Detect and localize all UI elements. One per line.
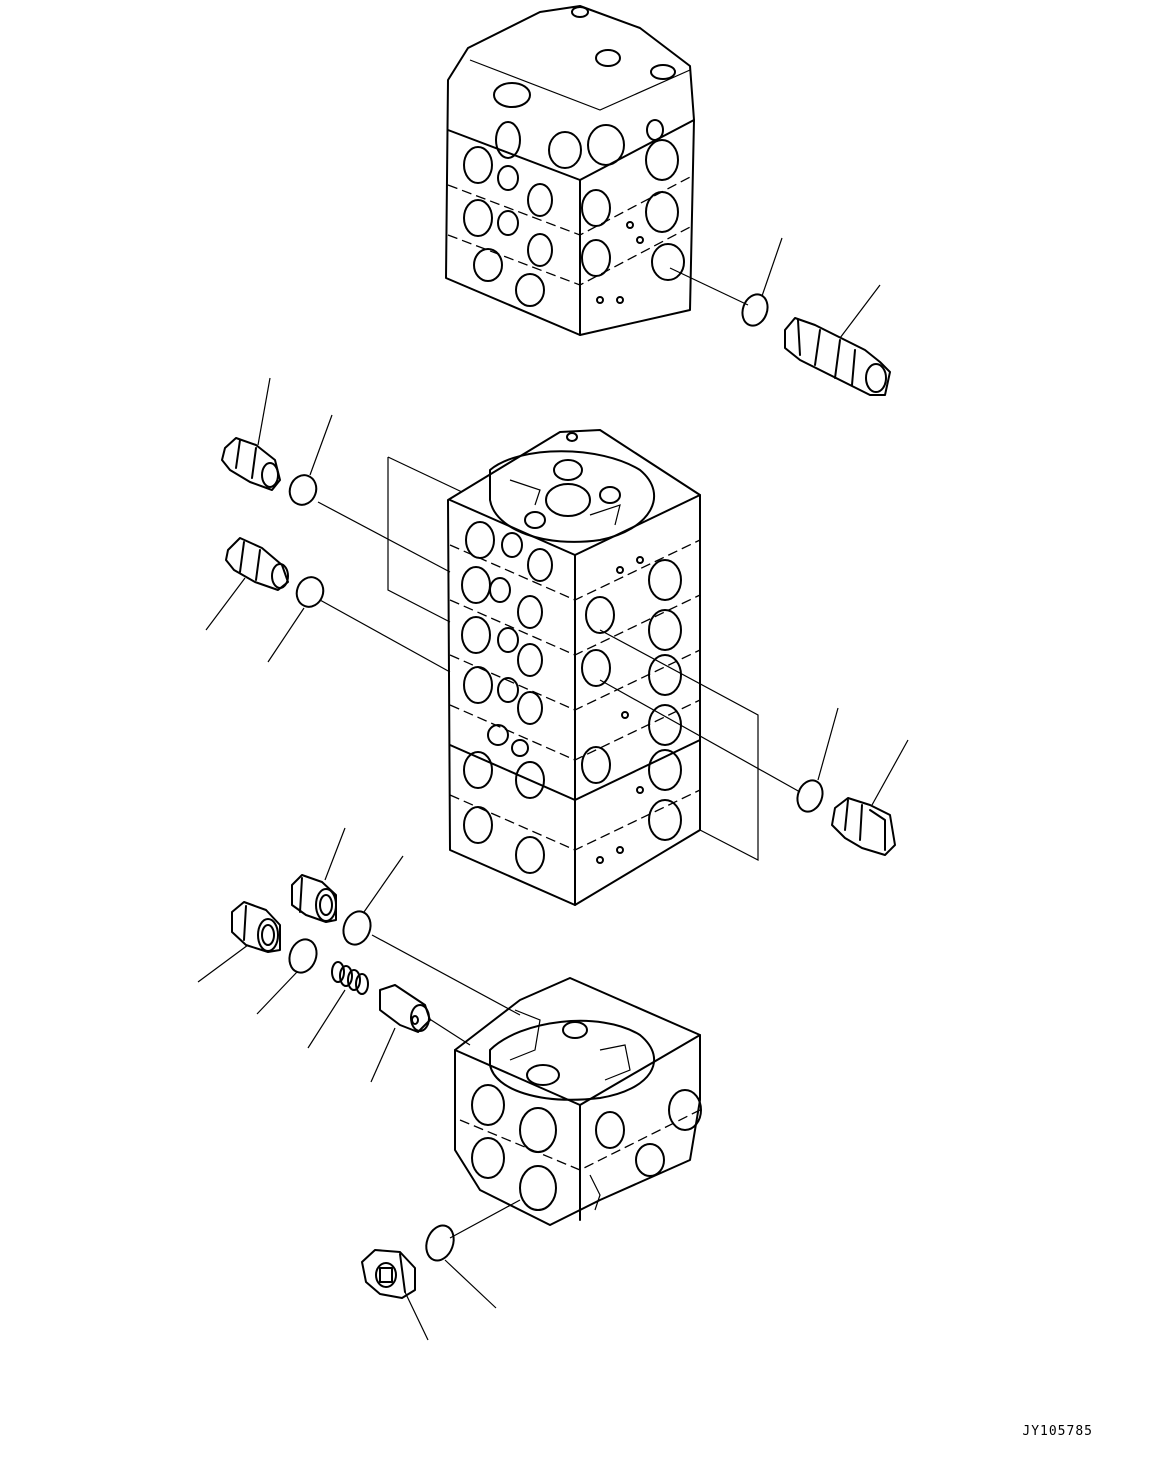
- plug-bottom-front: [361, 1249, 416, 1299]
- middle-right-parts: [599, 629, 909, 861]
- spring: [331, 961, 369, 995]
- bottom-valve-section: [454, 977, 702, 1226]
- o-ring-middle-upper-left: [288, 474, 318, 506]
- drawing-code: JY105785: [1022, 1424, 1093, 1439]
- plug-bottom-left: [231, 901, 281, 953]
- plug-bottom-upper: [291, 874, 337, 923]
- middle-left-parts: [205, 377, 463, 673]
- o-ring-bottom-left: [288, 938, 318, 974]
- plug-middle-right: [831, 797, 896, 856]
- top-valve-section: [445, 5, 695, 336]
- o-ring-middle-lower-left: [295, 576, 325, 608]
- top-right-parts: [669, 237, 891, 396]
- o-ring-bottom-upper: [342, 910, 372, 946]
- plug-middle-lower-left: [225, 537, 289, 591]
- o-ring-middle-right: [796, 779, 824, 813]
- middle-valve-section: [447, 429, 701, 906]
- o-ring-bottom-front: [425, 1224, 455, 1262]
- o-ring-top-right: [741, 293, 769, 327]
- relief-valve: [784, 317, 891, 396]
- bottom-front-parts: [361, 1199, 521, 1341]
- spool: [379, 984, 431, 1033]
- plug-middle-upper-left: [221, 437, 281, 491]
- bottom-left-parts: [197, 827, 521, 1083]
